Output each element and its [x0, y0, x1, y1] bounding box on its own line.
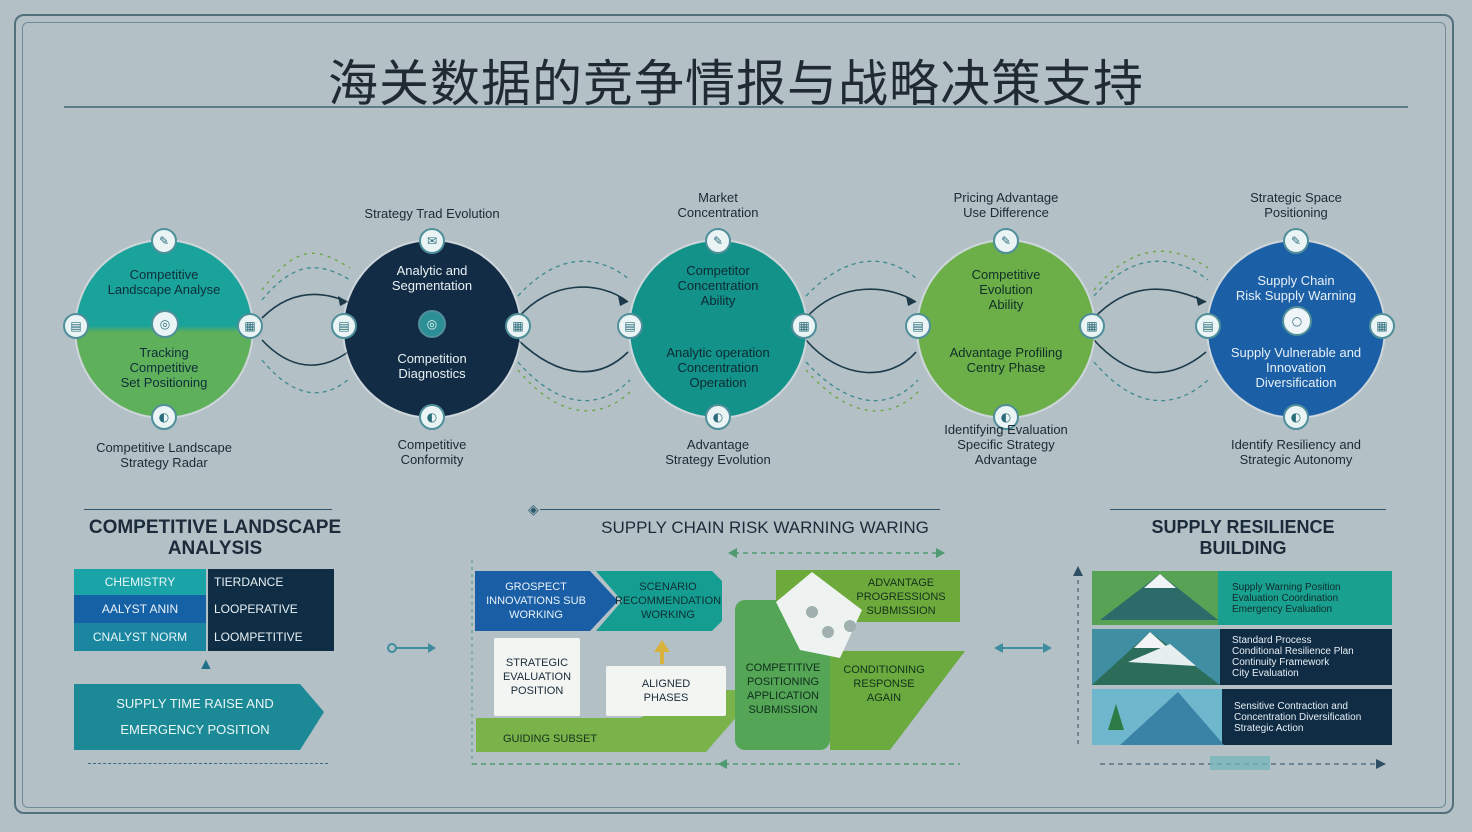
middle-card-phases: ALIGNED PHASES — [641, 678, 691, 704]
globe-icon: ◎ — [151, 310, 179, 338]
stage-bottom-label: Competitive Conformity — [397, 437, 467, 467]
page-title: 海关数据的竞争情报与战略决策支持 — [328, 55, 1144, 113]
stage-upper-text: Competitive Evolution Ability — [971, 267, 1041, 312]
left-table-cell: LOOPERATIVE — [208, 595, 334, 623]
right-section-rule — [1110, 509, 1386, 510]
left-table-cell: CNALYST NORM — [74, 623, 206, 651]
node-bottom-icon: ◐ — [1283, 404, 1309, 430]
stage-upper-text: Competitor Concentration Ability — [677, 263, 759, 308]
stage-lower-text: Advantage Profiling Centry Phase — [949, 345, 1063, 375]
node-right-icon: ▦ — [1369, 313, 1395, 339]
middle-card-evaluation: STRATEGIC EVALUATION POSITION — [502, 657, 572, 697]
node-bottom-icon: ◐ — [993, 404, 1019, 430]
left-table-cell: CHEMISTRY — [74, 569, 206, 595]
inner-frame — [22, 22, 1446, 808]
right-row-text: Sensitive Contraction and Concentration … — [1234, 700, 1362, 734]
outer-frame — [14, 14, 1454, 814]
middle-band-label: GUIDING SUBSET — [502, 733, 598, 745]
node-bottom-icon: ◐ — [705, 404, 731, 430]
node-right-icon: ▦ — [237, 313, 263, 339]
left-section-rule — [84, 509, 332, 510]
right-row-text: Standard Process Conditional Resilience … — [1232, 635, 1354, 679]
stage-bottom-label: Identifying Evaluation Specific Strategy… — [944, 422, 1068, 467]
stage-bottom-label: Identify Resiliency and Strategic Autono… — [1230, 437, 1362, 467]
node-top-icon: ✎ — [151, 228, 177, 254]
middle-blue-block: GROSPECT INNOVATIONS SUB WORKING — [486, 581, 586, 621]
stage-circle-evolution: Competitive Evolution Ability Advantage … — [918, 241, 1094, 417]
left-table-cell: TIERDANCE — [208, 569, 334, 595]
stage-lower-text: Tracking Competitive Set Positioning — [120, 345, 208, 390]
stage-top-label: Market Concentration — [677, 190, 759, 220]
node-top-icon: ✉ — [419, 228, 445, 254]
stage-lower-text: Competition Diagnostics — [397, 351, 467, 381]
globe-icon: ○ — [1282, 306, 1312, 336]
middle-green-left: COMPETITIVE POSITIONING APPLICATION SUBM… — [745, 662, 821, 716]
node-left-icon: ▤ — [63, 313, 89, 339]
title-divider — [64, 106, 1408, 108]
node-bottom-icon: ◐ — [419, 404, 445, 430]
up-arrow-icon: ▲ — [198, 656, 214, 673]
stage-bottom-label: Competitive Landscape Strategy Radar — [96, 440, 232, 470]
node-left-icon: ▤ — [331, 313, 357, 339]
middle-section-rule — [540, 509, 940, 510]
node-right-icon: ▦ — [1079, 313, 1105, 339]
stage-upper-text: Competitive Landscape Analyse — [107, 267, 221, 297]
stage-circle-concentration: Competitor Concentration Ability Analyti… — [630, 241, 806, 417]
right-section-title: SUPPLY RESILIENCE BUILDING — [1151, 517, 1335, 558]
middle-green-top: ADVANTAGE PROGRESSIONS SUBMISSION — [856, 577, 946, 617]
left-table-cell: AALYST ANIN — [74, 595, 206, 623]
stage-upper-text: Supply Chain Risk Supply Warning — [1235, 273, 1357, 303]
node-right-icon: ▦ — [791, 313, 817, 339]
node-top-icon: ✎ — [705, 228, 731, 254]
left-table: CHEMISTRY TIERDANCE AALYST ANIN LOOPERAT… — [74, 569, 334, 651]
stage-bottom-label: Advantage Strategy Evolution — [665, 437, 771, 467]
left-table-cell: LOOMPETITIVE — [208, 623, 334, 651]
stage-lower-text: Analytic operation Concentration Operati… — [666, 345, 770, 390]
node-left-icon: ▤ — [905, 313, 931, 339]
node-bottom-icon: ◐ — [151, 404, 177, 430]
left-section-title: COMPETITIVE LANDSCAPE ANALYSIS — [88, 517, 342, 559]
diamond-icon: ◈ — [528, 501, 539, 517]
left-arrow-label: SUPPLY TIME RAISE AND EMERGENCY POSITION — [116, 696, 274, 737]
node-left-icon: ▤ — [617, 313, 643, 339]
stage-lower-text: Supply Vulnerable and Innovation Diversi… — [1230, 345, 1362, 390]
stage-top-label: Pricing Advantage Use Difference — [953, 190, 1059, 220]
node-left-icon: ▤ — [1195, 313, 1221, 339]
right-row-text: Supply Warning Position Evaluation Coord… — [1232, 581, 1341, 615]
stage-top-label: Strategy Trad Evolution — [364, 206, 500, 221]
globe-icon: ◎ — [418, 310, 446, 338]
node-top-icon: ✎ — [993, 228, 1019, 254]
stage-top-label: Strategic Space Positioning — [1250, 190, 1342, 220]
middle-green-right: CONDITIONING RESPONSE AGAIN — [843, 664, 925, 704]
middle-section-title: SUPPLY CHAIN RISK WARNING WARING — [601, 518, 929, 537]
node-right-icon: ▦ — [505, 313, 531, 339]
stage-upper-text: Analytic and Segmentation — [391, 263, 473, 293]
left-dash-line — [88, 763, 328, 764]
node-top-icon: ✎ — [1283, 228, 1309, 254]
middle-teal-block: SCENARIO RECOMMENDATION WORKING — [614, 581, 722, 621]
